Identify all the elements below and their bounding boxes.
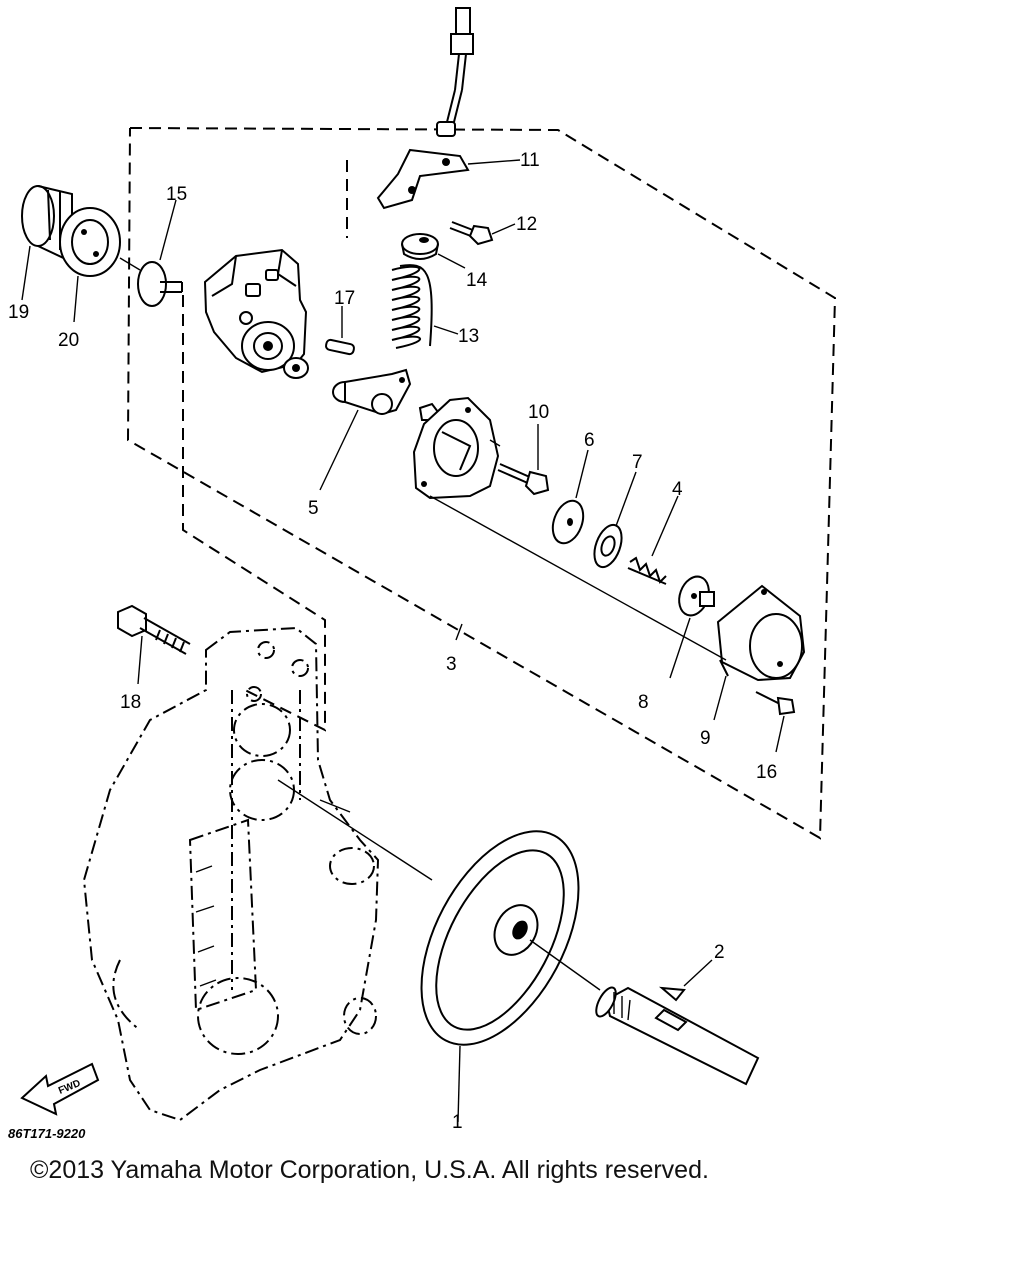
control-cable bbox=[436, 7, 474, 137]
copyright-notice: ©2013 Yamaha Motor Corporation, U.S.A. A… bbox=[30, 1156, 709, 1184]
part-4-spring bbox=[627, 495, 679, 585]
part-19-cap bbox=[21, 185, 73, 301]
callout-15: 15 bbox=[166, 184, 187, 205]
callout-2: 2 bbox=[714, 942, 725, 963]
callout-labels: 1 2 3 4 5 6 7 8 9 10 11 12 13 14 15 16 1… bbox=[8, 150, 777, 1133]
callout-1: 1 bbox=[452, 1112, 463, 1133]
callout-7: 7 bbox=[632, 452, 643, 473]
part-6-washer bbox=[551, 449, 589, 545]
pump-axis-line bbox=[429, 439, 727, 661]
callout-20: 20 bbox=[58, 330, 79, 351]
callout-9: 9 bbox=[700, 728, 711, 749]
part-15-diaphragm-shaft bbox=[137, 199, 183, 307]
forward-arrow-icon: FWD bbox=[20, 1062, 100, 1116]
callout-11: 11 bbox=[520, 150, 540, 171]
callout-18: 18 bbox=[120, 692, 141, 713]
pump-body bbox=[412, 396, 500, 500]
callout-13: 13 bbox=[458, 326, 479, 347]
part-13-spring bbox=[391, 264, 459, 349]
part-5-lever bbox=[319, 368, 412, 491]
part-1-impeller bbox=[420, 830, 580, 1123]
housing-leader-frame bbox=[182, 160, 348, 732]
callout-17: 17 bbox=[334, 288, 355, 309]
part-7-clip bbox=[593, 471, 637, 569]
callout-19: 19 bbox=[8, 302, 29, 323]
part-16-screw bbox=[755, 691, 796, 753]
part-12-bolt bbox=[449, 221, 516, 246]
governor-housing bbox=[203, 248, 309, 379]
callout-3: 3 bbox=[446, 654, 457, 675]
part-18-bolt bbox=[117, 604, 191, 685]
callout-14: 14 bbox=[466, 270, 488, 291]
callout-16: 16 bbox=[756, 762, 777, 783]
part-8-piston bbox=[669, 575, 715, 679]
part-9-cover bbox=[713, 584, 806, 721]
part-11-bracket bbox=[376, 148, 521, 210]
callout-12: 12 bbox=[516, 214, 537, 235]
part-17-pin bbox=[325, 306, 355, 356]
callout-8: 8 bbox=[638, 692, 649, 713]
impeller-shaft bbox=[529, 939, 760, 1086]
callout-4: 4 bbox=[672, 479, 683, 500]
part-20-cover bbox=[59, 207, 141, 323]
part-10-bolt bbox=[497, 424, 550, 496]
crankcase bbox=[82, 626, 433, 1122]
part-code: 86T171-9220 bbox=[8, 1126, 86, 1141]
callout-5: 5 bbox=[308, 498, 319, 519]
callout-6: 6 bbox=[584, 430, 595, 451]
callout-10: 10 bbox=[528, 402, 549, 423]
part-14-spring-seat bbox=[401, 233, 466, 269]
